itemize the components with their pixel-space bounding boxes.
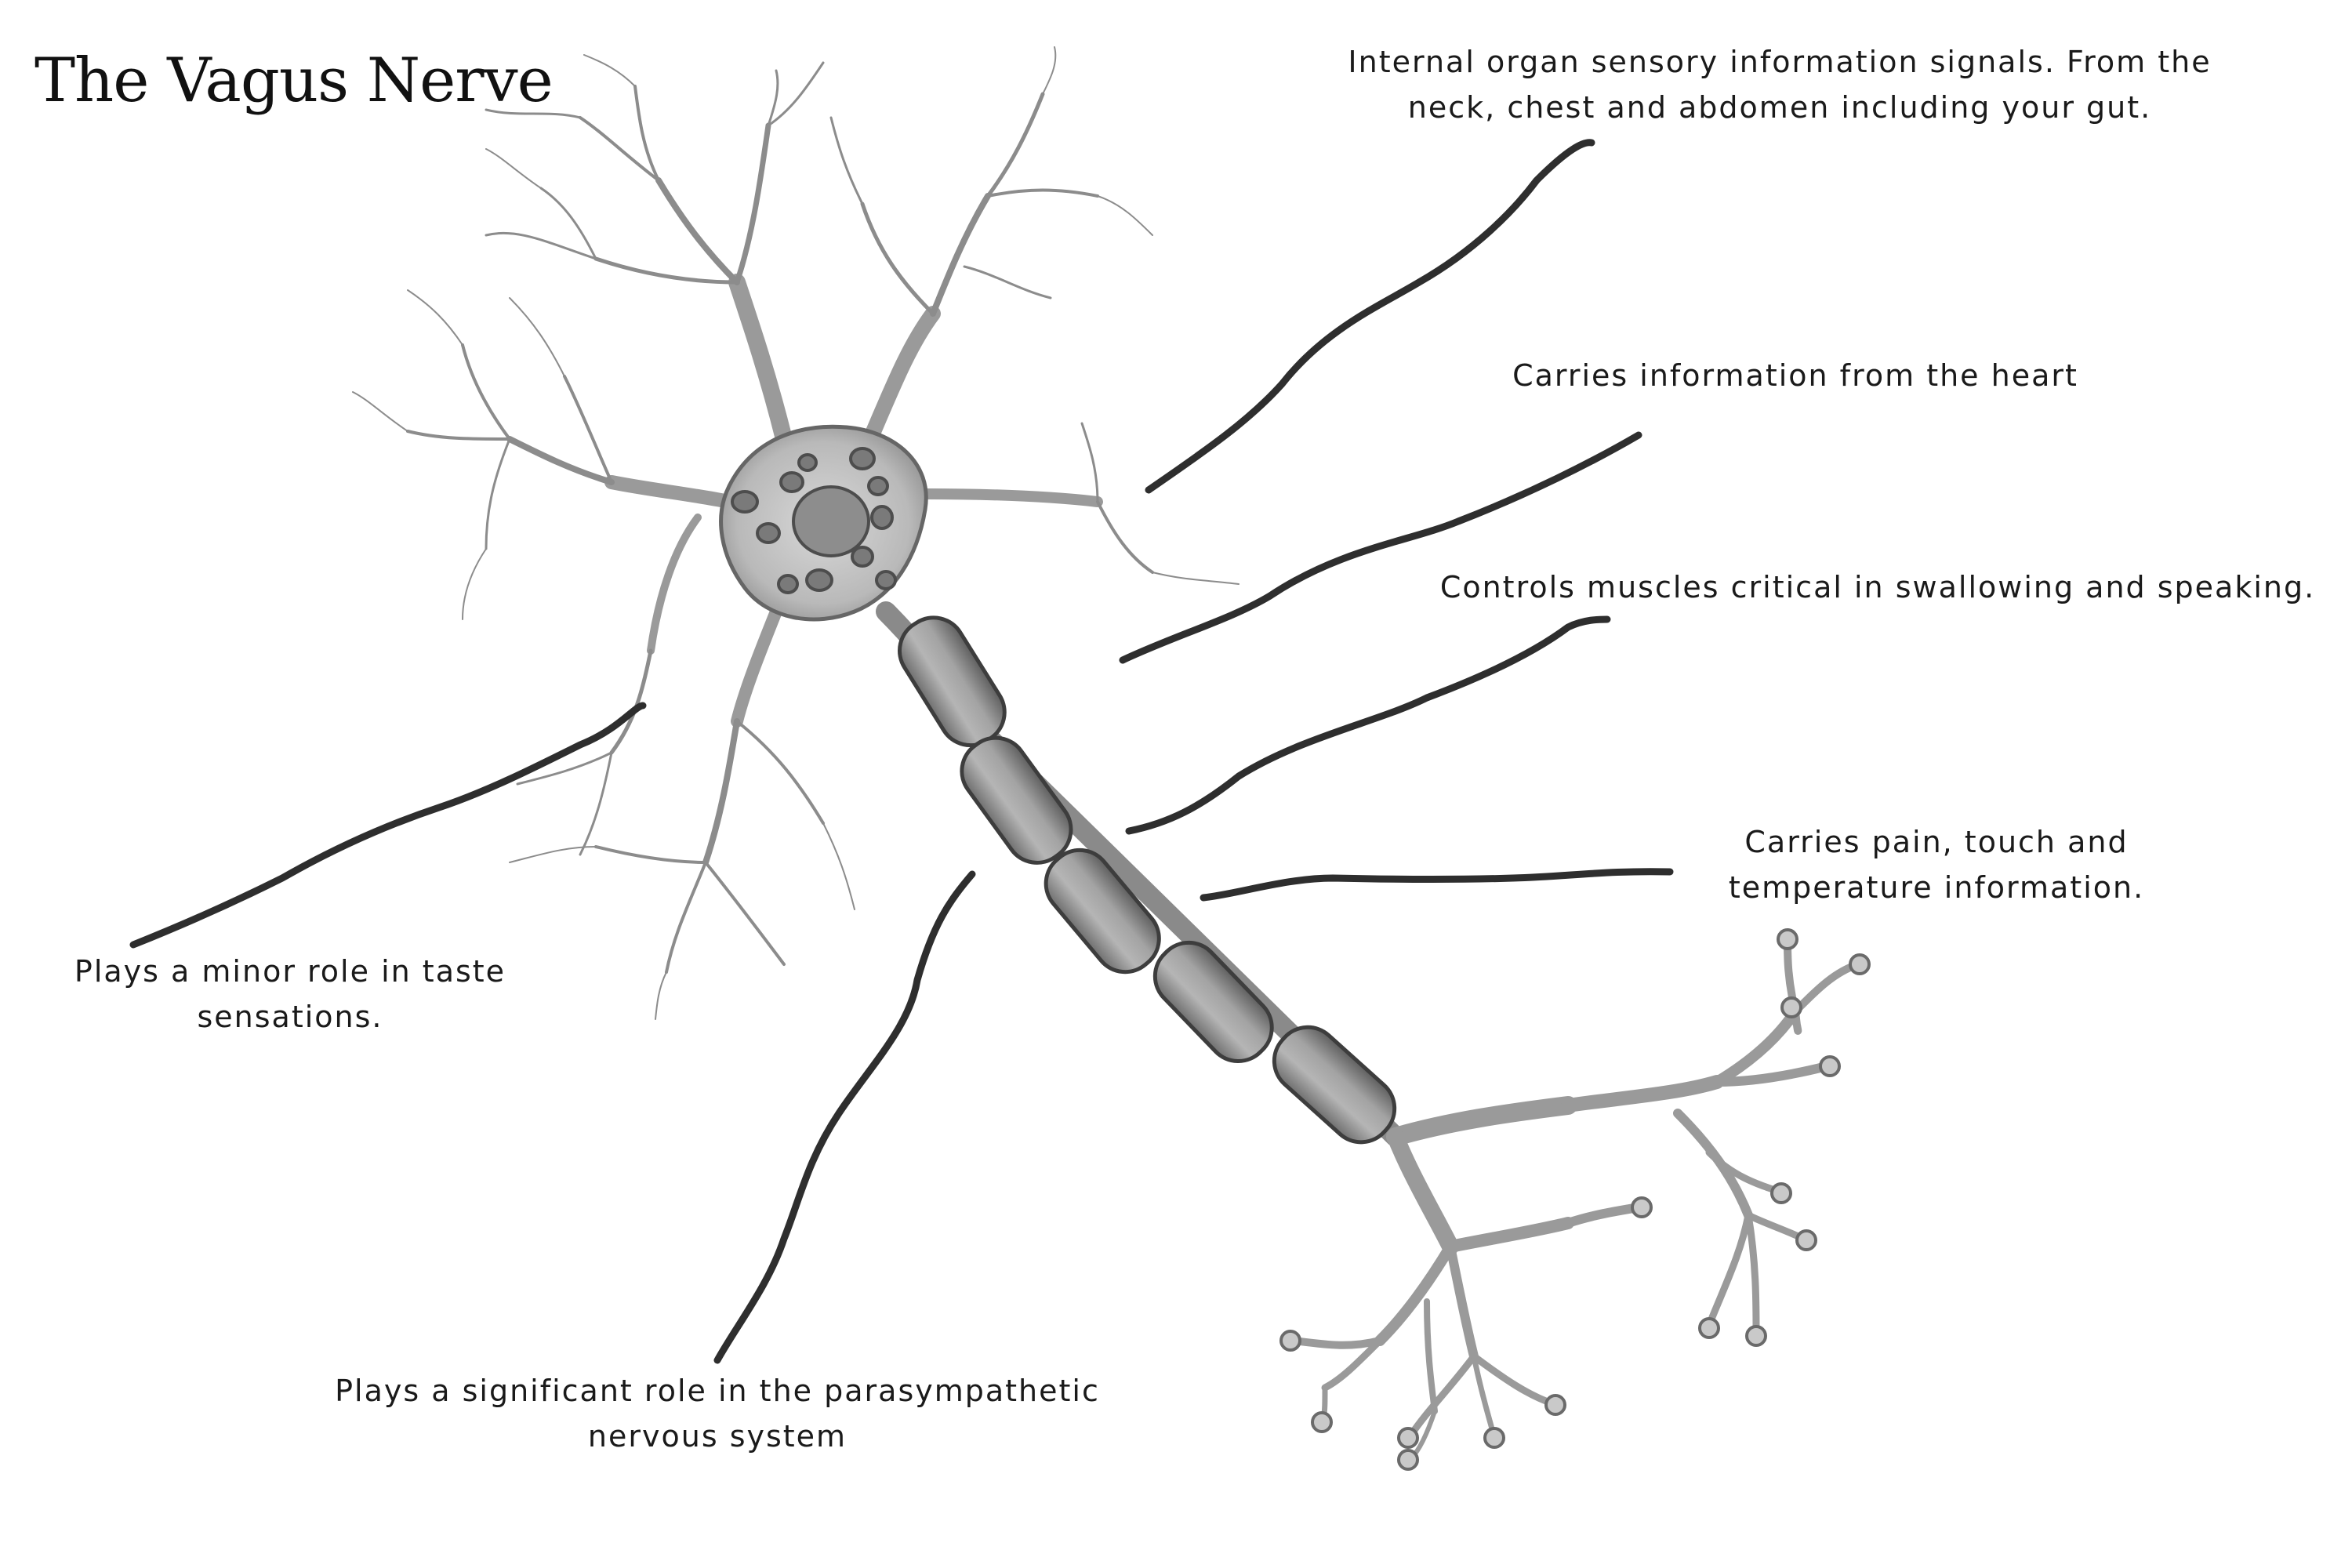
label-parasympathetic: Plays a significant role in the parasymp… <box>259 1368 1176 1459</box>
axon <box>876 601 1406 1147</box>
label-line: Plays a significant role in the parasymp… <box>335 1374 1100 1408</box>
label-pain-touch-temperature: Carries pain, touch and temperature info… <box>1631 819 2242 910</box>
label-internal-organ: Internal organ sensory information signa… <box>1278 39 2281 130</box>
label-taste: Plays a minor role in taste sensations. <box>16 949 564 1040</box>
label-line: Plays a minor role in taste <box>74 954 506 989</box>
label-line: Carries information from the heart <box>1512 358 2078 393</box>
organelles <box>731 447 897 594</box>
label-line: sensations. <box>197 1000 383 1034</box>
leader-lines <box>129 139 1674 1364</box>
neuron-cell-body <box>719 424 928 622</box>
leader-line-muscles <box>1125 615 1611 835</box>
label-line: neck, chest and abdomen including your g… <box>1407 90 2152 125</box>
axon-terminals <box>1290 937 1862 1461</box>
label-muscles: Controls muscles critical in swallowing … <box>1411 564 2344 610</box>
terminal-boutons <box>1279 928 1871 1471</box>
leader-line-taste <box>129 702 647 949</box>
myelin-sheaths <box>898 615 1397 1145</box>
dendrites <box>352 46 1240 1020</box>
label-line: Controls muscles critical in swallowing … <box>1439 570 2316 604</box>
label-line: temperature information. <box>1728 870 2145 905</box>
label-line: nervous system <box>587 1419 848 1454</box>
leader-line-heart <box>1119 431 1642 664</box>
page-title: The Vagus Nerve <box>34 45 554 116</box>
leader-line-organ <box>1145 139 1595 494</box>
leader-line-parasympathetic <box>713 870 976 1364</box>
leader-line-pain <box>1200 868 1674 902</box>
label-line: Carries pain, touch and <box>1744 825 2129 859</box>
label-line: Internal organ sensory information signa… <box>1348 45 2212 79</box>
label-heart: Carries information from the heart <box>1403 353 2187 398</box>
